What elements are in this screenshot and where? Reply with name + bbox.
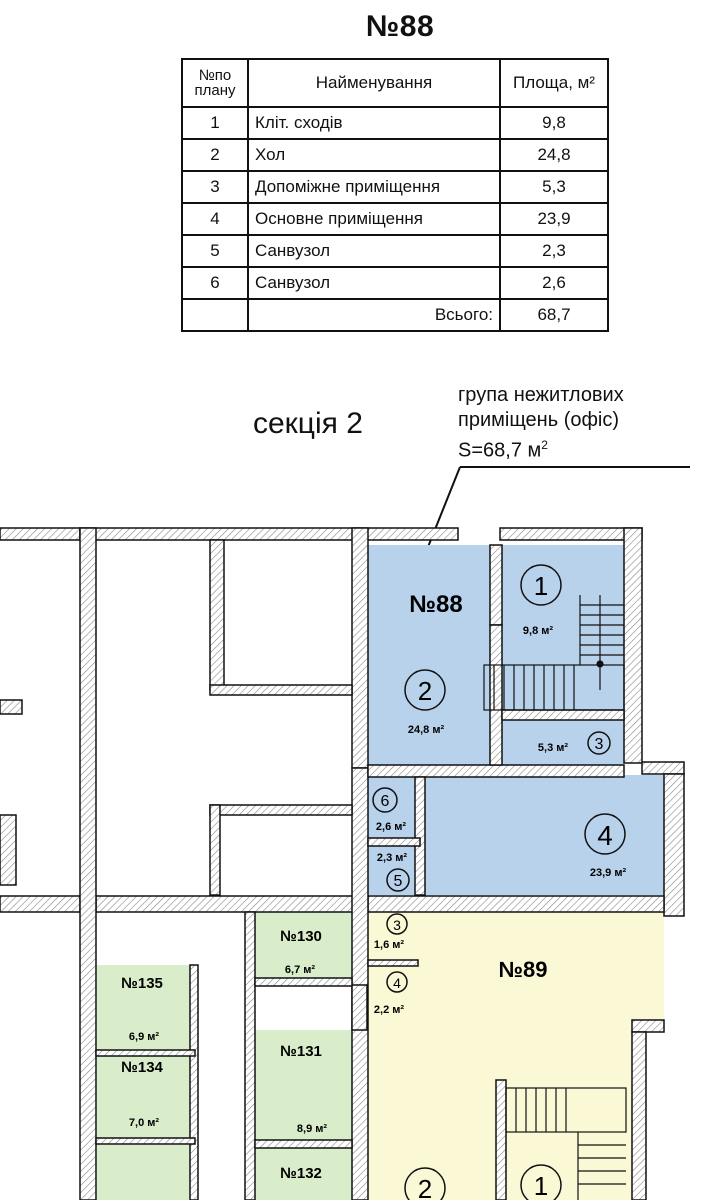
row-name: Кліт. сходів — [247, 106, 501, 140]
unit135-area: 6,9 м² — [129, 1031, 159, 1043]
unit133-fill — [97, 1145, 195, 1200]
row-name: Основне приміщення — [247, 202, 501, 236]
group-note-line3: S=68,7 м2 — [458, 433, 624, 464]
room1-area: 9,8 м² — [523, 625, 553, 637]
room-markers — [372, 564, 626, 1200]
room4-area: 23,9 м² — [590, 867, 627, 879]
table-row: 5 Санвузол 2,3 — [181, 234, 609, 268]
group-note-line1: група нежитлових — [458, 384, 624, 406]
unit88-label: №88 — [409, 591, 462, 618]
group-note-line2: приміщень (офіс) — [458, 409, 620, 431]
area-table: №по плану Найменування Площа, м² 1 Кліт.… — [181, 58, 609, 332]
header-name: Найменування — [247, 58, 501, 108]
row-number: 1 — [181, 106, 249, 140]
row-number: 5 — [181, 234, 249, 268]
row-area: 9,8 — [499, 106, 609, 140]
unit130-label: №130 — [280, 928, 322, 945]
table-row: 2 Хол 24,8 — [181, 138, 609, 172]
walls — [0, 527, 685, 1200]
table-row: 4 Основне приміщення 23,9 — [181, 202, 609, 236]
unit135-label: №135 — [121, 975, 163, 992]
row-area: 24,8 — [499, 138, 609, 172]
header-plan-number: №по плану — [181, 58, 249, 108]
table-row: 1 Кліт. сходів 9,8 — [181, 106, 609, 140]
row-name: Санвузол — [247, 234, 501, 268]
room2-number: 2 — [418, 676, 432, 706]
row-area: 5,3 — [499, 170, 609, 204]
section-label: секція 2 — [253, 407, 363, 440]
unit130-fill — [254, 912, 352, 984]
room3-area: 5,3 м² — [538, 742, 568, 754]
unit131-area: 8,9 м² — [297, 1123, 327, 1135]
unit89-room1-number: 1 — [534, 1171, 548, 1200]
table-header-row: №по плану Найменування Площа, м² — [181, 58, 609, 108]
header-area: Площа, м² — [499, 58, 609, 108]
row-area: 23,9 — [499, 202, 609, 236]
unit131-fill — [254, 1030, 352, 1140]
total-value: 68,7 — [499, 298, 609, 332]
room3-number: 3 — [595, 736, 604, 753]
unit89-room2-number: 2 — [418, 1174, 432, 1200]
total-empty-cell — [181, 298, 249, 332]
total-label: Всього: — [247, 298, 501, 332]
row-name: Хол — [247, 138, 501, 172]
row-number: 6 — [181, 266, 249, 300]
table-row: 6 Санвузол 2,6 — [181, 266, 609, 300]
unit89-label: №89 — [499, 957, 548, 982]
room6-number: 6 — [381, 793, 390, 810]
stairs-icon — [483, 595, 625, 711]
row-number: 3 — [181, 170, 249, 204]
room4-number: 4 — [597, 820, 613, 851]
room1-number: 1 — [534, 571, 548, 601]
row-area: 2,6 — [499, 266, 609, 300]
group-note: група нежитлових приміщень (офіс) S=68,7… — [458, 383, 624, 464]
unit135-fill — [97, 965, 195, 1051]
row-area: 2,3 — [499, 234, 609, 268]
unit132-fill — [254, 1148, 352, 1200]
table-total-row: Всього: 68,7 — [181, 298, 609, 332]
unit89-room4-number: 4 — [393, 975, 401, 991]
unit134-fill — [97, 1055, 195, 1139]
row-number: 4 — [181, 202, 249, 236]
unit89-fill — [367, 912, 664, 1200]
stairs-icon-89 — [505, 1087, 627, 1200]
row-name: Допоміжне приміщення — [247, 170, 501, 204]
room5-area: 2,3 м² — [377, 852, 407, 864]
row-name: Санвузол — [247, 266, 501, 300]
table-row: 3 Допоміжне приміщення 5,3 — [181, 170, 609, 204]
group-note-area: S=68,7 м — [458, 439, 542, 462]
group-note-unit-exponent: 2 — [541, 438, 548, 452]
unit89-room4-area: 2,2 м² — [374, 1004, 404, 1016]
room2-area: 24,8 м² — [408, 724, 445, 736]
page-title: №88 — [365, 10, 435, 43]
room6-area: 2,6 м² — [376, 821, 406, 833]
room5-number: 5 — [394, 873, 403, 890]
unit89-room3-area: 1,6 м² — [374, 939, 404, 951]
unit131-label: №131 — [280, 1043, 322, 1060]
unit134-label: №134 — [121, 1059, 163, 1076]
unit132-label: №132 — [280, 1165, 322, 1182]
row-number: 2 — [181, 138, 249, 172]
unit134-area: 7,0 м² — [129, 1117, 159, 1129]
unit89-room3-number: 3 — [393, 917, 401, 933]
unit130-area: 6,7 м² — [285, 964, 315, 976]
